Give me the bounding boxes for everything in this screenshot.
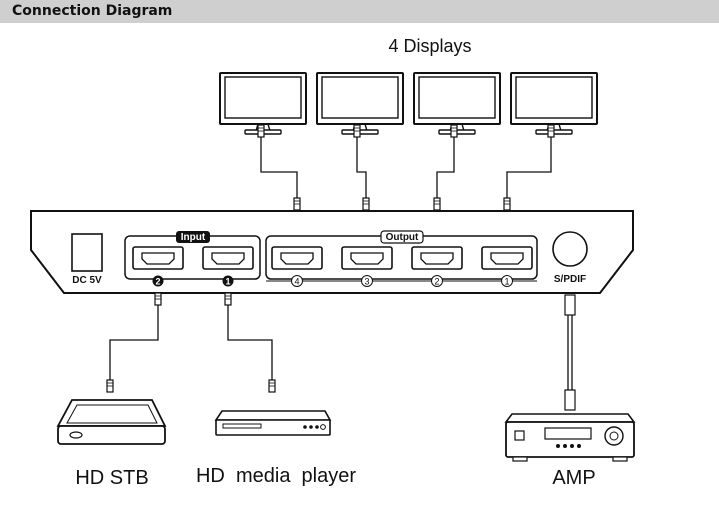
hdmi-plug-icon <box>293 197 301 211</box>
hdmi-plug-icon <box>353 124 361 138</box>
output-badge <box>380 230 424 244</box>
input-port-number: 1 <box>225 277 230 287</box>
spdif-port <box>552 231 588 267</box>
set-top-box-icon <box>56 399 167 445</box>
port-number-badge <box>222 275 234 287</box>
input-port-number: 2 <box>155 277 160 287</box>
optical-cable <box>564 294 576 411</box>
hdmi-port <box>411 246 463 270</box>
hdmi-plug-icon <box>547 124 555 138</box>
hdmi-plug-icon <box>433 197 441 211</box>
hdmi-plug-icon <box>362 197 370 211</box>
hdmi-plug-icon <box>154 292 162 306</box>
port-number-badge <box>361 275 373 287</box>
spdif-label: S/PDIF <box>554 274 586 285</box>
displays-label: 4 Displays <box>388 36 471 56</box>
input-cables <box>109 300 273 385</box>
hdmi-port <box>132 246 184 270</box>
hdmi-plug-icon <box>268 379 276 393</box>
media-player-icon <box>214 410 332 436</box>
port-number-badge <box>152 275 164 287</box>
amplifier-icon <box>504 413 636 462</box>
input-badge <box>176 231 210 243</box>
hdmi-port <box>202 246 254 270</box>
page-title: Connection Diagram <box>12 3 173 19</box>
hdmi-plug-icon <box>503 197 511 211</box>
port-number-badge <box>501 275 513 287</box>
hdmi-plug-icon <box>450 124 458 138</box>
hd-stb-label: HD STB <box>75 467 148 489</box>
dc-jack <box>71 233 103 272</box>
display-plugs <box>257 124 555 211</box>
output-label: Output <box>386 232 419 243</box>
port-number-badge <box>431 275 443 287</box>
input-label: Input <box>181 232 206 243</box>
hdmi-port <box>481 246 533 270</box>
output-port-number: 4 <box>294 277 299 287</box>
hdmi-port <box>271 246 323 270</box>
port-number-badge <box>291 275 303 287</box>
hdmi-plug-icon <box>257 124 265 138</box>
header-bar <box>0 0 719 23</box>
media-player-label: HD media player <box>196 465 356 487</box>
amp-label: AMP <box>552 467 595 489</box>
dc-label: DC 5V <box>72 275 102 286</box>
output-port-number: 3 <box>364 277 369 287</box>
output-port-number: 2 <box>434 277 439 287</box>
hdmi-plug-icon <box>106 379 114 393</box>
output-port-number: 1 <box>504 277 509 287</box>
splitter-device: DC 5V Input 2 1 Output 4 3 2 1 <box>30 210 634 294</box>
hdmi-plug-icon <box>224 292 232 306</box>
display-cables <box>260 137 552 200</box>
hdmi-port <box>341 246 393 270</box>
